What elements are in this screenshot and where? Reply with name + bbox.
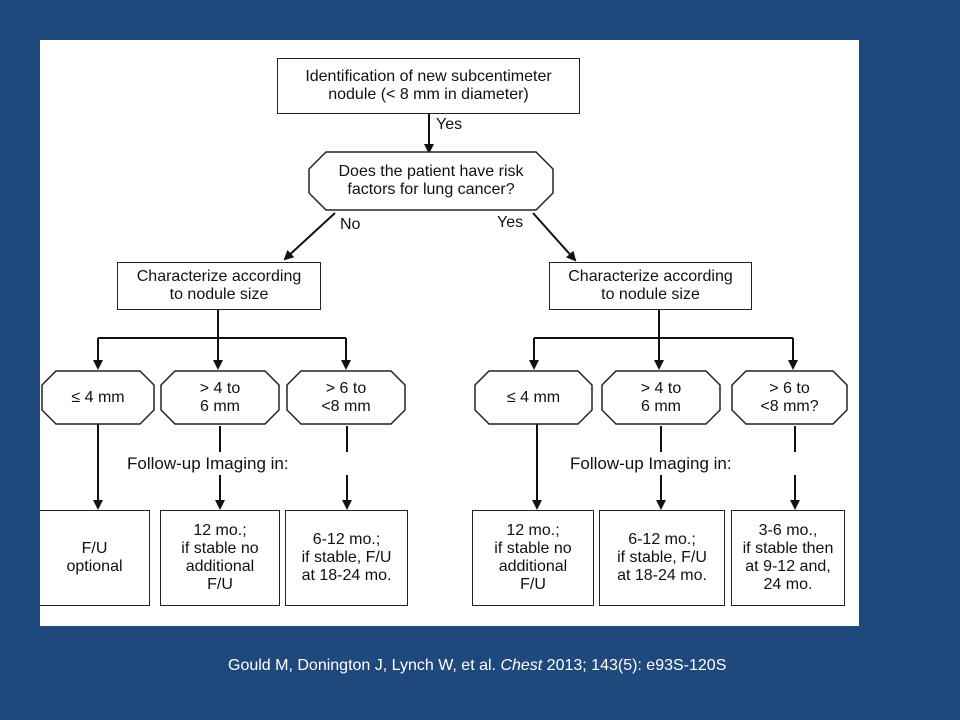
left-outcome-1: F/U optional — [40, 510, 150, 606]
start-box: Identification of new subcentimeter nodu… — [277, 58, 580, 114]
no-label: No — [340, 216, 361, 233]
right-size-2-text: > 4 to 6 mm — [640, 379, 682, 415]
risk-question-octagon: Does the patient have risk factors for l… — [308, 151, 554, 211]
yes-label-right: Yes — [497, 214, 524, 231]
left-outcome-2: 12 mo.; if stable no additional F/U — [160, 510, 280, 606]
right-outcome-1: 12 mo.; if stable no additional F/U — [472, 510, 594, 606]
flowchart-connectors — [93, 113, 800, 510]
yes-label-top: Yes — [436, 116, 463, 133]
citation-journal: Chest — [500, 657, 543, 674]
left-size-2: > 4 to 6 mm — [160, 370, 280, 425]
citation-details: 2013; 143(5): e93S-120S — [542, 657, 727, 674]
left-size-3-text: > 6 to <8 mm — [321, 379, 371, 415]
citation: Gould M, Donington J, Lynch W, et al. Ch… — [228, 657, 726, 675]
right-followup-heading: Follow-up Imaging in: — [570, 454, 732, 473]
right-characterize-box: Characterize according to nodule size — [549, 262, 752, 310]
left-size-2-text: > 4 to 6 mm — [199, 379, 241, 415]
left-followup-heading: Follow-up Imaging in: — [127, 454, 289, 473]
risk-question-text: Does the patient have risk factors for l… — [338, 163, 524, 198]
right-outcome-2: 6-12 mo.; if stable, F/U at 18-24 mo. — [599, 510, 725, 606]
right-size-1: ≤ 4 mm — [474, 370, 593, 425]
right-size-3-text: > 6 to <8 mm? — [760, 379, 819, 415]
citation-authors: Gould M, Donington J, Lynch W, et al. — [228, 657, 501, 674]
right-outcome-3: 3-6 mo., if stable then at 9-12 and, 24 … — [731, 510, 845, 606]
left-characterize-box: Characterize according to nodule size — [117, 262, 321, 310]
left-size-3: > 6 to <8 mm — [286, 370, 406, 425]
left-size-1-text: ≤ 4 mm — [71, 388, 125, 406]
left-size-1: ≤ 4 mm — [41, 370, 155, 425]
right-size-2: > 4 to 6 mm — [601, 370, 721, 425]
right-size-3: > 6 to <8 mm? — [731, 370, 848, 425]
right-size-1-text: ≤ 4 mm — [506, 388, 561, 406]
flowchart-image: Identification of new subcentimeter nodu… — [40, 40, 859, 626]
left-outcome-3: 6-12 mo.; if stable, F/U at 18-24 mo. — [285, 510, 408, 606]
